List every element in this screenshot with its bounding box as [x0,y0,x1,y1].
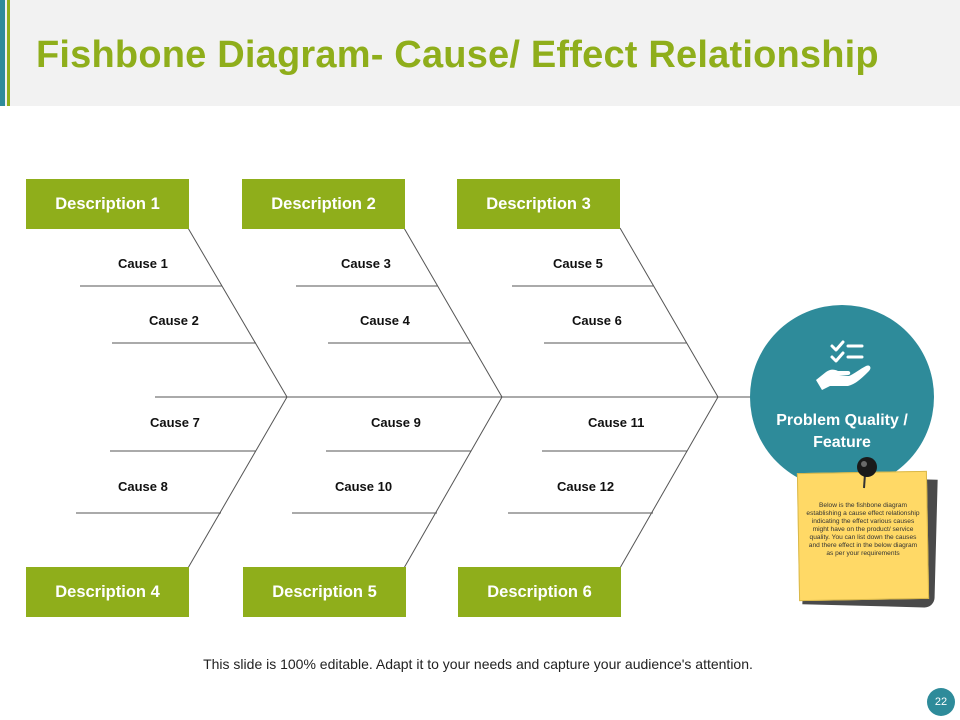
bone-lower-2 [403,396,503,569]
description-box-4: Description 4 [26,567,189,617]
bone-upper-1 [187,227,288,398]
bone-lower-1 [187,396,288,569]
sticky-note-text: Below is the fishbone diagram establishi… [806,502,920,557]
checklist-hand-icon [816,340,871,390]
description-box-1: Description 1 [26,179,189,229]
header-accent-teal [0,0,5,106]
cause-label-12: Cause 12 [557,479,615,494]
page-title: Fishbone Diagram- Cause/ Effect Relation… [36,34,879,76]
problem-circle [750,305,934,489]
description-box-3: Description 3 [457,179,620,229]
bone-upper-3 [619,227,719,398]
header-accent-green [7,0,10,106]
cause-label-6: Cause 6 [572,313,622,328]
cause-label-8: Cause 8 [118,479,168,494]
cause-label-3: Cause 3 [341,256,391,271]
cause-label-2: Cause 2 [149,313,199,328]
page-number-badge: 22 [927,688,955,716]
cause-label-4: Cause 4 [360,313,410,328]
footer-text: This slide is 100% editable. Adapt it to… [203,656,753,672]
bone-lower-3 [619,396,719,569]
cause-label-7: Cause 7 [150,415,200,430]
cause-label-5: Cause 5 [553,256,603,271]
cause-label-1: Cause 1 [118,256,168,271]
cause-label-10: Cause 10 [335,479,393,494]
description-box-5: Description 5 [243,567,406,617]
header-bar [0,0,960,106]
bone-upper-2 [403,227,503,398]
description-box-2: Description 2 [242,179,405,229]
cause-label-11: Cause 11 [588,415,645,430]
cause-label-9: Cause 9 [371,415,421,430]
problem-label: Problem Quality / Feature [776,412,908,451]
push-pin-icon [857,457,877,489]
description-box-6: Description 6 [458,567,621,617]
